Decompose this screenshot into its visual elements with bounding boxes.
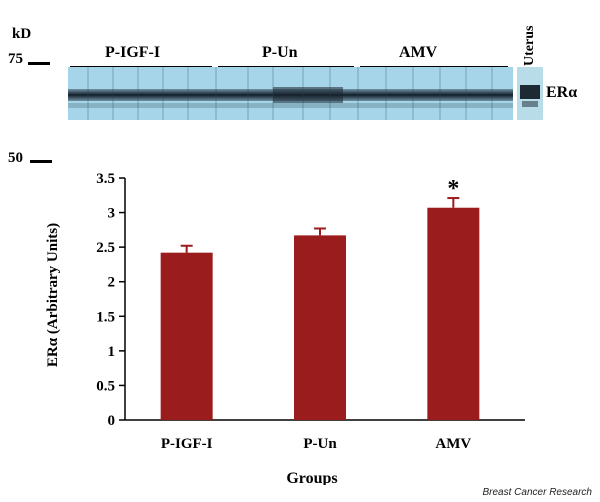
y-tick-label: 2 <box>108 275 116 291</box>
x-tick-label: P-Un <box>303 436 337 452</box>
x-tick-label: AMV <box>435 436 471 452</box>
y-tick-label: 3.5 <box>96 171 115 187</box>
western-blot-panel: kD 75 P-IGF-I P-Un AMV <box>0 0 600 170</box>
bar-amv <box>427 207 480 420</box>
bar-p-un <box>294 235 346 420</box>
uterus-lane <box>517 67 543 120</box>
x-axis-label: Groups <box>286 470 337 485</box>
y-tick-label: 0.5 <box>96 378 115 394</box>
marker-75-tick <box>28 62 50 65</box>
marker-75-label: 75 <box>8 51 23 67</box>
y-axis-label: ERα (Arbitrary Units) <box>45 223 61 367</box>
blot-group-label-amv: AMV <box>399 44 438 61</box>
y-tick-label: 1.5 <box>96 309 115 325</box>
footer-source: Breast Cancer Research <box>482 487 593 498</box>
uterus-band <box>517 67 543 120</box>
marker-50-label: 50 <box>8 150 23 166</box>
blot-group-label-p-igf-i: P-IGF-I <box>105 44 161 61</box>
blot-group-label-p-un: P-Un <box>262 44 298 61</box>
x-tick-label: P-IGF-I <box>161 436 213 452</box>
blot-bands <box>68 67 513 120</box>
uterus-label: Uterus <box>522 25 537 66</box>
era-blot-label: ERα <box>546 84 578 101</box>
significance-marker: * <box>447 176 459 202</box>
bar-chart: * 0 0.5 1 1.5 2 2.5 3 3.5P-IGF-I P-Un AMV ERα (Ar… <box>45 171 525 485</box>
bar-p-igf-i <box>160 252 213 420</box>
y-tick-label: 3 <box>108 206 116 222</box>
y-tick-label: 0 <box>108 413 116 429</box>
chart-ticks: 0 0.5 1 1.5 2 2.5 3 3.5P-IGF-I P-Un AMV <box>96 171 471 452</box>
y-tick-label: 2.5 <box>96 240 115 256</box>
chart-bars: * <box>160 176 480 420</box>
blot-image <box>68 67 513 120</box>
marker-50-tick <box>30 160 52 163</box>
kd-label: kD <box>12 26 32 42</box>
y-tick-label: 1 <box>108 344 116 360</box>
